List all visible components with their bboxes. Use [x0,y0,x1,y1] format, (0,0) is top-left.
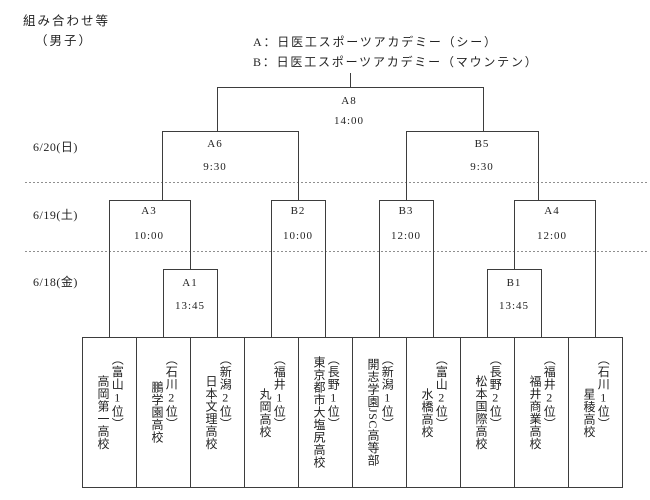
bracket-line [217,87,483,88]
team-box-4: （福井1位） 丸岡高校 [245,338,299,487]
match-time-B3: 12:00 [390,230,422,242]
match-time-A4: 12:00 [536,230,568,242]
match-id-A3: A3 [141,205,157,217]
team-box-8: （長野2位） 松本国際高校 [461,338,515,487]
round-date-6-20: 6/20(日) [33,140,78,154]
team-seed: （福井1位） [272,353,287,430]
match-id-B5: B5 [474,138,490,150]
team-name: 東京都市大塩尻高校 [312,356,326,469]
bracket-line [109,200,110,337]
team-seed: （石川1位） [596,353,611,430]
bracket-line [514,200,515,269]
team-box-9: （福井2位） 福井商業高校 [515,338,569,487]
bracket-line [487,269,488,337]
team-seed: （石川2位） [164,353,179,430]
bracket-line [163,269,164,337]
bracket-line [350,73,351,87]
bracket-line [406,131,407,200]
match-id-B2: B2 [290,205,306,217]
bracket-line [379,200,433,201]
bracket-line [379,200,380,337]
team-boxes-row: （富山1位） 高岡第一高校 （石川2位） 鵬学園高校 （新潟2位） 日本文理高校… [82,337,623,488]
bracket-line [217,87,218,131]
bracket-line [595,200,596,337]
bracket-line [514,200,595,201]
match-time-A6: 9:30 [203,161,227,173]
bracket-line [162,131,298,132]
team-name: 日本文理高校 [204,375,218,450]
bracket-line [217,269,218,337]
team-box-5: （長野1位） 東京都市大塩尻高校 [299,338,353,487]
page-title: 組み合わせ等 [23,14,111,28]
team-name: 高岡第一高校 [96,375,110,450]
team-seed: （福井2位） [542,353,557,430]
team-name: 松本国際高校 [474,375,488,450]
bracket-line [433,200,434,337]
team-box-10: （石川1位） 星稜高校 [569,338,622,487]
bracket-line [541,269,542,337]
round-date-6-18: 6/18(金) [33,275,78,289]
team-name: 福井商業高校 [528,375,542,450]
team-box-3: （新潟2位） 日本文理高校 [191,338,245,487]
bracket-line [190,200,191,269]
team-seed: （新潟2位） [218,353,233,430]
team-box-6: （新潟1位） 開志学園JSC高等部 [353,338,407,487]
team-seed: （新潟1位） [380,353,395,430]
legend-team-b: B：日医工スポーツアカデミー（マウンテン） [253,55,539,69]
legend-team-a: A：日医工スポーツアカデミー（シー） [253,35,498,49]
bracket-line [483,87,484,131]
match-time-B1: 13:45 [498,300,530,312]
bracket-line [271,200,272,337]
bracket-line [109,200,190,201]
team-name: 星稜高校 [582,387,596,438]
match-time-B5: 9:30 [470,161,494,173]
bracket-line [298,131,299,200]
match-time-A8: 14:00 [333,115,365,127]
category-label: （男子） [35,34,94,48]
match-id-B1: B1 [506,277,522,289]
round-separator-line [25,182,648,183]
match-id-A8: A8 [341,95,357,107]
team-name: 開志学園JSC高等部 [366,358,380,467]
match-id-A4: A4 [544,205,560,217]
match-id-A1: A1 [182,277,198,289]
match-time-A1: 13:45 [174,300,206,312]
team-box-1: （富山1位） 高岡第一高校 [83,338,137,487]
match-time-A3: 10:00 [133,230,165,242]
round-separator-line [25,251,648,252]
bracket-line [406,131,538,132]
round-date-6-19: 6/19(土) [33,208,78,222]
team-name: 鵬学園高校 [150,381,164,444]
match-time-B2: 10:00 [282,230,314,242]
bracket-line [325,200,326,337]
team-box-7: （富山2位） 水橋高校 [407,338,461,487]
match-id-B3: B3 [398,205,414,217]
bracket-line [271,200,325,201]
team-name: 水橋高校 [420,387,434,438]
team-name: 丸岡高校 [258,387,272,438]
team-seed: （長野2位） [488,353,503,430]
bracket-line [162,131,163,200]
team-box-2: （石川2位） 鵬学園高校 [137,338,191,487]
bracket-line [538,131,539,200]
team-seed: （富山2位） [434,353,449,430]
bracket-line [487,269,541,270]
team-seed: （富山1位） [110,353,125,430]
bracket-line [163,269,217,270]
match-id-A6: A6 [207,138,223,150]
team-seed: （長野1位） [326,353,341,430]
